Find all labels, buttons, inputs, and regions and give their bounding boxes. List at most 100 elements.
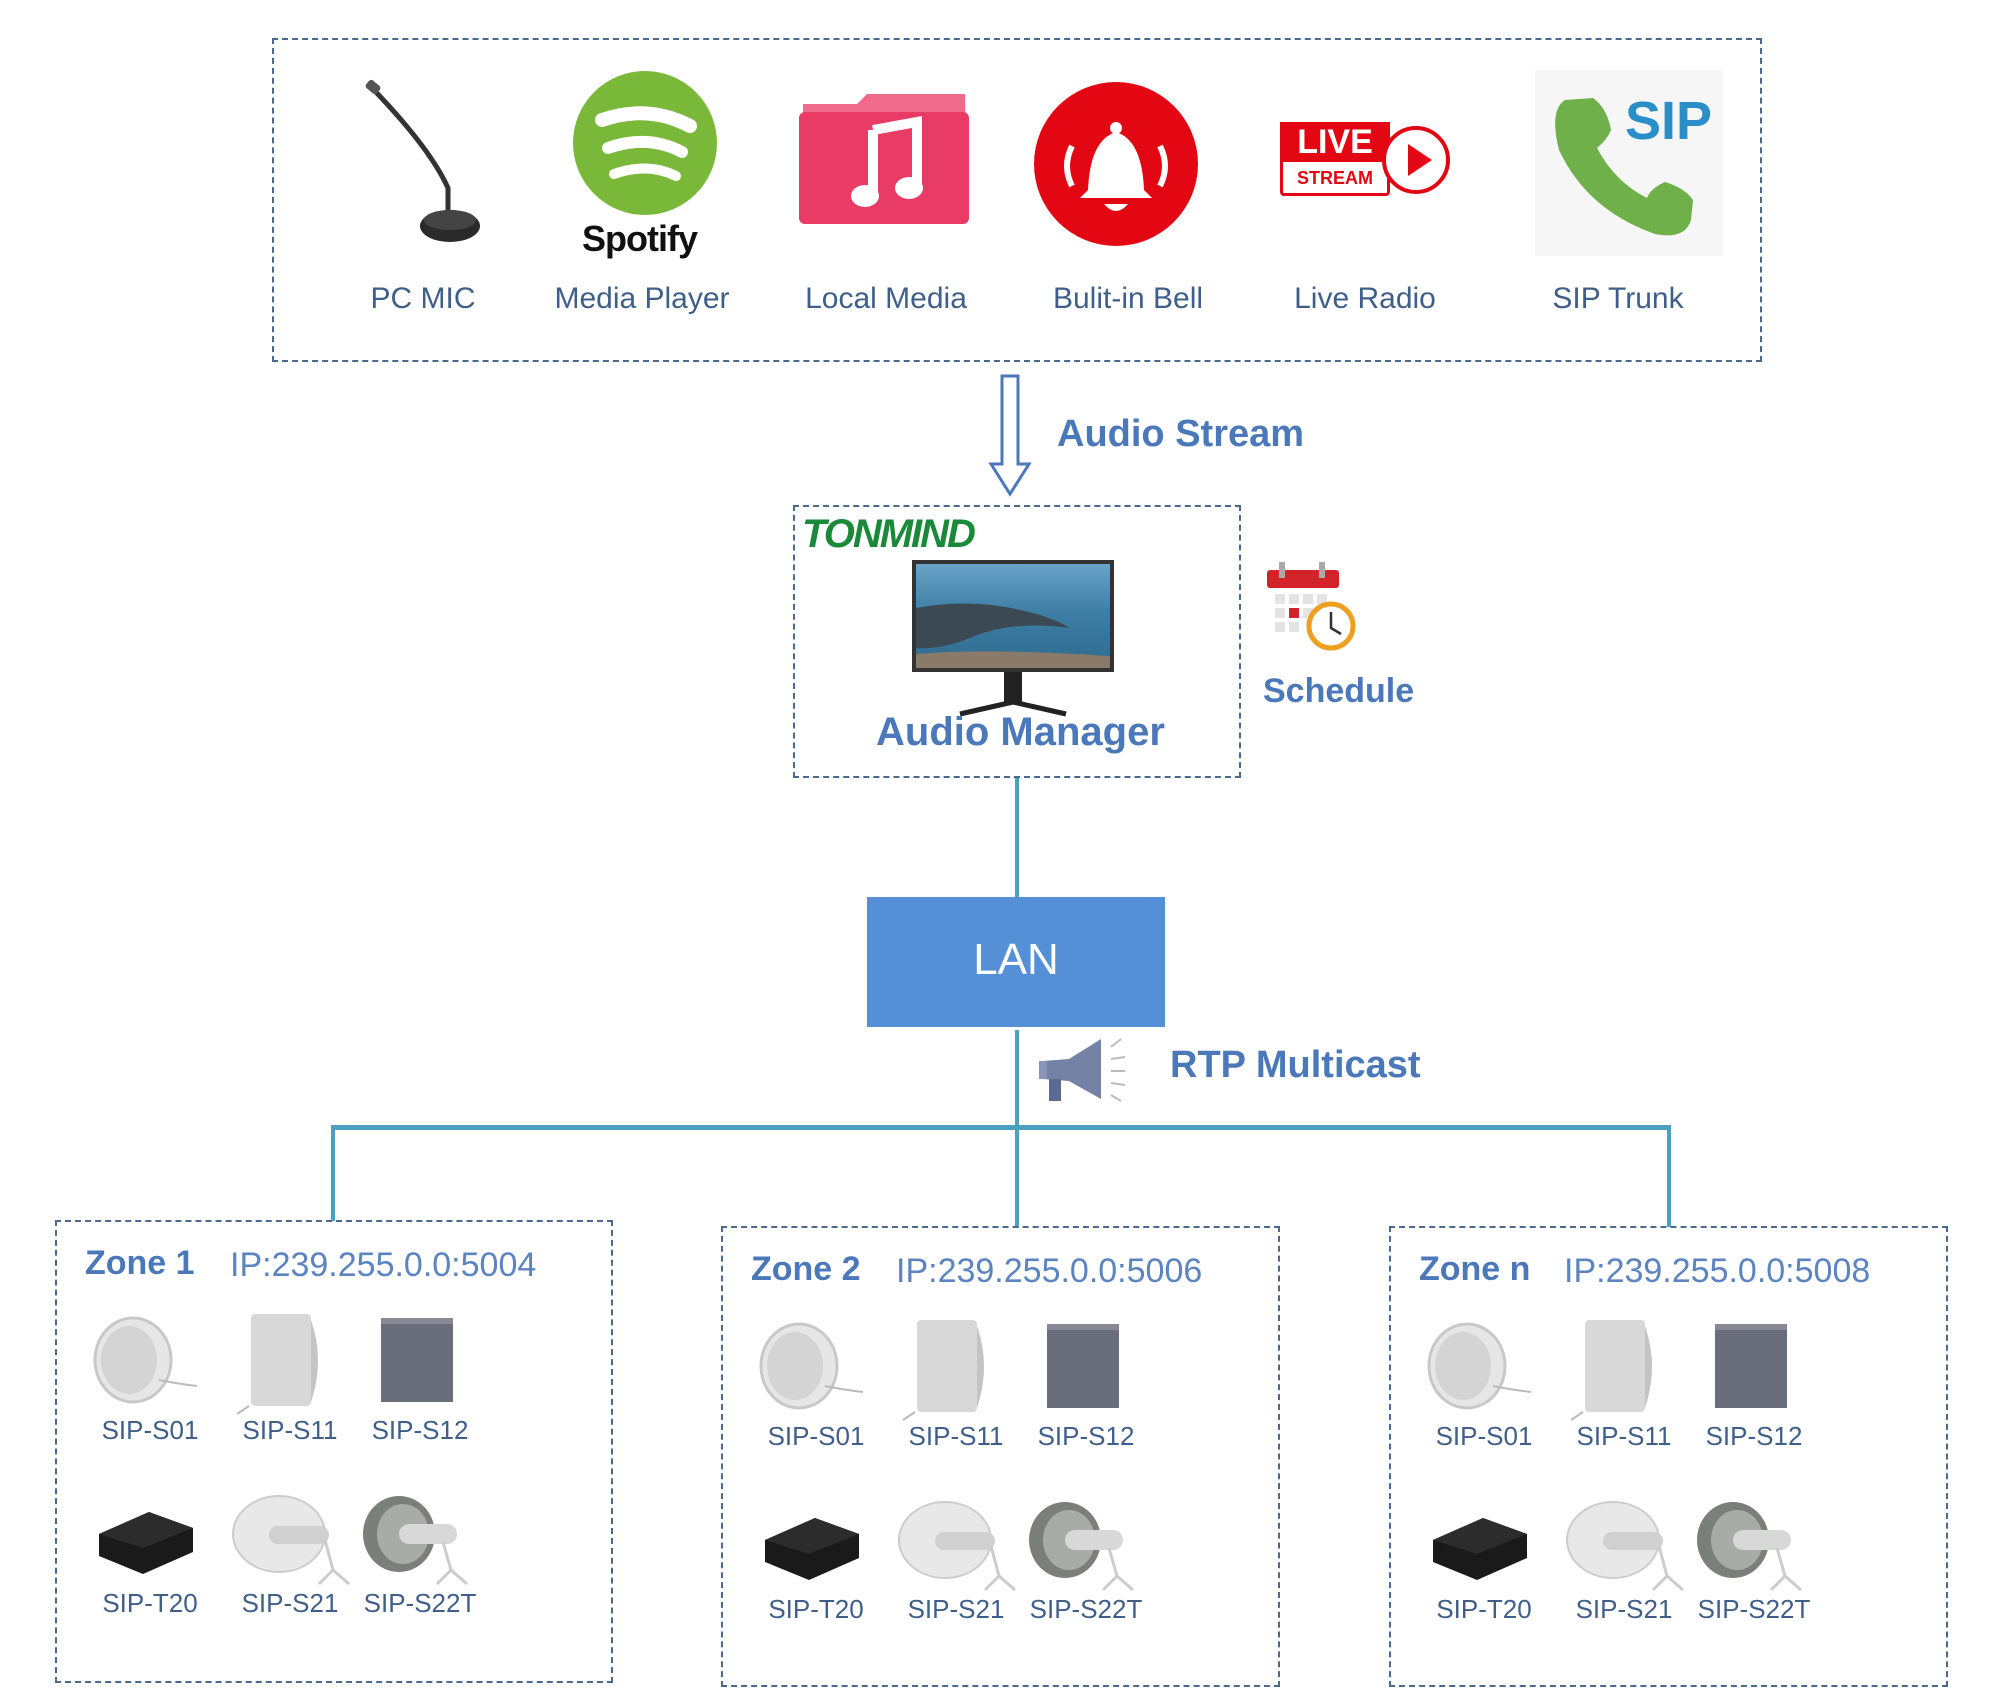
rtp-multicast-label: RTP Multicast (1170, 1044, 1421, 1086)
lan-label: LAN (973, 935, 1059, 984)
zone-ip-address: IP:239.255.0.0:5006 (896, 1252, 1203, 1290)
wall-speaker-icon (895, 1316, 1005, 1431)
device-label: SIP-S01 (1435, 1421, 1533, 1451)
schedule-icon (1267, 562, 1356, 651)
device-item[interactable]: SIP-S12 (1011, 1316, 1161, 1461)
sip-phone-icon: SIP (1535, 70, 1723, 256)
horn-speaker-icon (1025, 1496, 1145, 1601)
device-label: SIP-S22T (1697, 1594, 1811, 1624)
box-speaker-icon (1693, 1316, 1803, 1421)
live-stream-icon: LIVE STREAM (1280, 122, 1456, 200)
device-item[interactable]: SIP-S12 (1679, 1316, 1829, 1461)
device-label: SIP-T20 (102, 1588, 198, 1618)
device-label: SIP-S12 (371, 1415, 469, 1445)
horn-speaker-icon (1563, 1496, 1693, 1601)
device-label: SIP-S22T (363, 1588, 477, 1618)
device-label: SIP-S01 (101, 1415, 199, 1445)
live-badge-bottom: STREAM (1297, 168, 1373, 188)
audio-stream-label: Audio Stream (1057, 413, 1305, 455)
device-label: SIP-S11 (908, 1421, 1004, 1451)
bell-icon (1034, 82, 1198, 246)
source-label-pc-mic: PC MIC (370, 282, 476, 315)
device-item[interactable]: SIP-S21 (215, 1490, 365, 1628)
device-item[interactable]: SIP-T20 (1409, 1496, 1559, 1634)
device-label: SIP-S21 (1575, 1594, 1673, 1624)
device-label: SIP-S12 (1037, 1421, 1135, 1451)
device-item[interactable]: SIP-S01 (741, 1316, 891, 1461)
horn-speaker-icon (229, 1490, 359, 1595)
device-item[interactable]: SIP-S11 (881, 1316, 1031, 1461)
source-label-bell: Bulit-in Bell (1052, 282, 1204, 315)
source-label-sip-trunk: SIP Trunk (1552, 282, 1684, 315)
device-item[interactable]: SIP-T20 (741, 1496, 891, 1634)
zone-frame (1389, 1226, 1948, 1687)
zonen-drop-connector (1667, 1125, 1671, 1227)
audio-manager-title: Audio Manager (876, 710, 1165, 754)
monitor-icon (912, 560, 1114, 717)
device-item[interactable]: SIP-S22T (1679, 1496, 1829, 1634)
zone1-drop-connector (331, 1125, 335, 1221)
amplifier-icon (755, 1496, 865, 1591)
manager-to-lan-connector (1015, 778, 1019, 898)
spotify-wordmark: Spotify (582, 218, 698, 259)
ceiling-speaker-icon (755, 1316, 865, 1421)
device-item[interactable]: SIP-S22T (345, 1490, 495, 1628)
box-speaker-icon (1025, 1316, 1135, 1421)
music-folder-icon (799, 94, 969, 224)
zone-frame (55, 1220, 613, 1683)
horn-speaker-icon (1693, 1496, 1813, 1601)
device-item[interactable]: SIP-S21 (1549, 1496, 1699, 1634)
device-item[interactable]: SIP-S12 (345, 1310, 495, 1455)
zone-name: Zone 1 (85, 1244, 195, 1282)
amplifier-icon (89, 1490, 199, 1585)
wall-speaker-icon (1563, 1316, 1673, 1431)
device-item[interactable]: SIP-S21 (881, 1496, 1031, 1634)
sip-badge: SIP (1625, 91, 1713, 151)
box-speaker-icon (359, 1310, 469, 1415)
device-label: SIP-S22T (1029, 1594, 1143, 1624)
zone-ip-address: IP:239.255.0.0:5008 (1564, 1252, 1871, 1290)
schedule-label: Schedule (1263, 672, 1415, 710)
source-label-local-media: Local Media (805, 282, 967, 315)
ceiling-speaker-icon (89, 1310, 199, 1415)
horn-speaker-icon (895, 1496, 1025, 1601)
device-item[interactable]: SIP-S11 (1549, 1316, 1699, 1461)
device-label: SIP-S21 (907, 1594, 1005, 1624)
zone-bus-connector (331, 1125, 1671, 1130)
device-label: SIP-T20 (768, 1594, 864, 1624)
audio-stream-arrow (988, 374, 1032, 497)
microphone-icon (365, 79, 480, 242)
zone-name: Zone 2 (751, 1250, 861, 1288)
zone-frame (721, 1226, 1280, 1687)
device-label: SIP-S12 (1705, 1421, 1803, 1451)
device-label: SIP-S01 (767, 1421, 865, 1451)
horn-speaker-icon (359, 1490, 479, 1595)
source-label-media-player: Media Player (554, 282, 730, 315)
device-item[interactable]: SIP-S22T (1011, 1496, 1161, 1634)
live-badge-top: LIVE (1280, 122, 1390, 162)
zone-name: Zone n (1419, 1250, 1531, 1288)
device-label: SIP-T20 (1436, 1594, 1532, 1624)
source-label-live-radio: Live Radio (1294, 282, 1436, 315)
ceiling-speaker-icon (1423, 1316, 1533, 1421)
audio-sources-box (272, 38, 1762, 362)
device-label: SIP-S11 (242, 1415, 338, 1445)
device-item[interactable]: SIP-T20 (75, 1490, 225, 1628)
spotify-icon (573, 71, 717, 215)
amplifier-icon (1423, 1496, 1533, 1591)
lan-box[interactable] (867, 897, 1165, 1027)
device-item[interactable]: SIP-S01 (75, 1310, 225, 1455)
zone2-drop-connector (1015, 1125, 1019, 1227)
device-label: SIP-S11 (1576, 1421, 1672, 1451)
zone-ip-address: IP:239.255.0.0:5004 (230, 1246, 537, 1284)
device-item[interactable]: SIP-S01 (1409, 1316, 1559, 1461)
device-label: SIP-S21 (241, 1588, 339, 1618)
wall-speaker-icon (229, 1310, 339, 1425)
audio-manager-box[interactable] (793, 505, 1241, 778)
tonmind-logo: TONMIND (802, 512, 976, 556)
device-item[interactable]: SIP-S11 (215, 1310, 365, 1455)
megaphone-icon (1039, 1038, 1126, 1102)
